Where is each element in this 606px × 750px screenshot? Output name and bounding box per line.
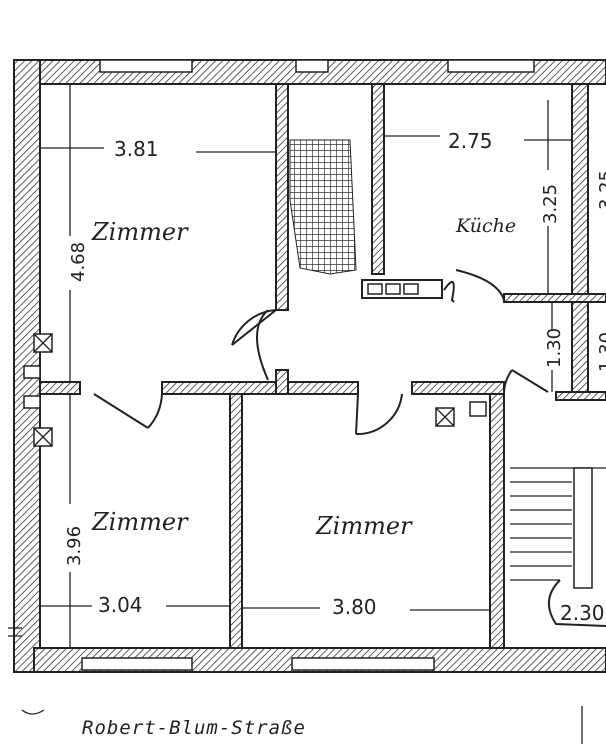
top-windows — [99, 59, 535, 73]
dim-corridor-small: 1.30 — [544, 328, 565, 368]
bottom-windows — [81, 657, 435, 671]
dim-bottom-left-width: 3.04 — [98, 593, 143, 617]
dim-right-edge-partial: 3.25 — [596, 170, 606, 210]
staircase — [510, 467, 606, 627]
room-label-zimmer-top-left: Zimmer — [91, 218, 189, 246]
dim-bottom-left-height: 3.96 — [64, 526, 85, 566]
outlet-symbols — [23, 333, 487, 447]
dim-stair-width: 2.30 — [560, 601, 605, 625]
room-label-zimmer-bottom-right: Zimmer — [315, 512, 413, 540]
dim-right-edge-small: 1.30 — [596, 332, 606, 372]
dim-kitchen-width: 2.75 — [448, 129, 493, 153]
pantry-grid — [289, 139, 357, 275]
dim-bottom-right-width: 3.80 — [332, 595, 377, 619]
scan-marks — [8, 627, 583, 744]
interior-walls — [39, 83, 606, 649]
room-label-kueche: Küche — [455, 215, 516, 237]
dim-top-left-width: 3.81 — [114, 137, 159, 161]
dim-kitchen-height: 3.25 — [540, 184, 561, 224]
street-label: Robert-Blum-Straße — [82, 717, 306, 739]
door-swings — [93, 269, 549, 436]
dim-top-left-height: 4.68 — [68, 242, 89, 282]
room-label-zimmer-bottom-left: Zimmer — [91, 508, 189, 536]
kitchen-units — [361, 279, 443, 299]
dimension-lines — [40, 84, 572, 648]
